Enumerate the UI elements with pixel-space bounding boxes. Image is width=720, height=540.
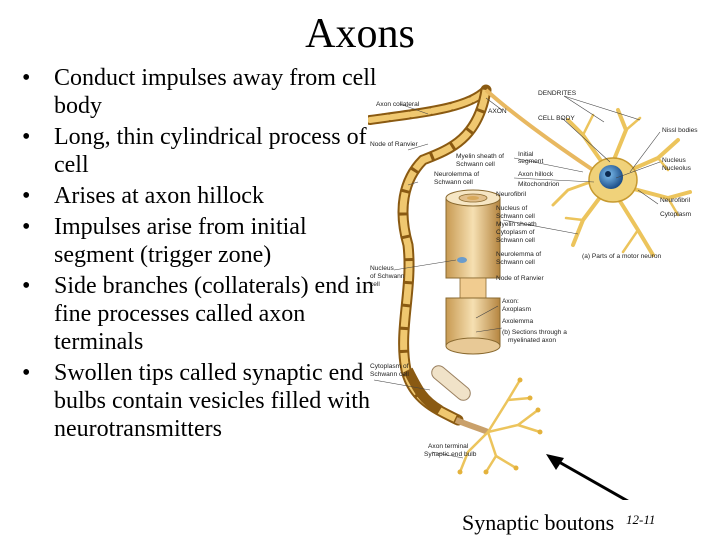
- bullet-icon: •: [22, 360, 31, 386]
- label-cytoplasm-left-1: Cytoplasm of: [370, 363, 409, 370]
- label-cytoplasm-left-2: Schwann cell: [370, 371, 409, 378]
- slide-title: Axons: [305, 11, 415, 57]
- bullet-list: •Conduct impulses away from cell body •L…: [22, 64, 382, 446]
- arrow-icon: [546, 454, 629, 500]
- label-nucleus-left-1: Nucleus: [370, 265, 395, 272]
- bullet-item: •Impulses arise from initial segment (tr…: [22, 214, 307, 268]
- bullet-icon: •: [22, 124, 31, 150]
- label-axon-collateral: Axon collateral: [376, 101, 420, 108]
- axon-terminal-branch: [403, 365, 471, 415]
- label-axon-axoplasm-1: Axon:: [502, 298, 519, 305]
- label-nucleolus: Nucleolus: [662, 165, 692, 172]
- bullet-icon: •: [22, 183, 31, 209]
- neuron-figure: Axon collateral AXON DENDRITES CELL BODY…: [368, 84, 698, 500]
- label-cell-body: CELL BODY: [538, 115, 575, 122]
- label-cytoplasm-schwann-2: Schwann cell: [496, 237, 535, 244]
- bullet-icon: •: [22, 273, 31, 299]
- figure-caption: Synaptic boutons: [462, 510, 615, 535]
- synaptic-end-bulbs: [457, 377, 543, 475]
- label-neurolemma-b-1: Neurolemma of: [496, 251, 541, 258]
- label-axon-terminal: Axon terminal: [428, 443, 469, 450]
- label-axon: AXON: [488, 108, 507, 115]
- label-cytoplasm-schwann-1: Cytoplasm of: [496, 229, 535, 236]
- nucleus-icon: [599, 165, 623, 189]
- label-sections-1: (b) Sections through a: [502, 329, 567, 336]
- page-number: 12-11: [626, 512, 656, 527]
- label-nucleus: Nucleus: [662, 157, 687, 164]
- label-axon-axoplasm-2: Axoplasm: [502, 306, 531, 313]
- label-neurolemma-2: Schwann cell: [434, 179, 473, 186]
- label-neurolemma-b-2: Schwann cell: [496, 259, 535, 266]
- bullet-item: •Swollen tips called synaptic end bulbs …: [22, 360, 370, 442]
- figure-labels: Axon collateral AXON DENDRITES CELL BODY…: [370, 90, 698, 458]
- label-sections-2: myelinated axon: [508, 337, 556, 344]
- label-cytoplasm-right: Cytoplasm: [660, 211, 692, 218]
- label-initial-2: segment: [518, 158, 543, 165]
- dendrites: [551, 108, 692, 257]
- label-mitochondrion: Mitochondrion: [518, 181, 560, 188]
- label-axolemma: Axolemma: [502, 318, 533, 325]
- bullet-icon: •: [22, 214, 31, 240]
- label-axon-hillock: Axon hillock: [518, 171, 554, 178]
- label-nucleus-left-2: of Schwann: [370, 273, 405, 280]
- label-node-of-ranvier-2: Node of Ranvier: [496, 275, 544, 282]
- bullet-item: •Conduct impulses away from cell body: [22, 65, 377, 119]
- leader-lines: [373, 95, 661, 459]
- bullet-item: •Long, thin cylindrical process of cell: [22, 124, 367, 178]
- label-neurofibril-right: Neurofibril: [660, 197, 691, 204]
- label-neurolemma-1: Neurolemma of: [434, 171, 479, 178]
- bullet-icon: •: [22, 65, 31, 91]
- axon-to-soma: [484, 88, 598, 174]
- label-nucleus-schwann-1: Nucleus of: [496, 205, 527, 212]
- label-nissl-bodies: Nissl bodies: [662, 127, 698, 134]
- label-nucleus-schwann-2: Schwann cell: [496, 213, 535, 220]
- label-myelin-sheath-2: Myelin sheath: [496, 221, 537, 228]
- label-initial-1: Initial: [518, 151, 534, 158]
- bullet-item: •Side branches (collaterals) end in fine…: [22, 273, 374, 355]
- label-schwann-cell: Schwann cell: [456, 161, 495, 168]
- axon-terminals: [458, 378, 542, 474]
- label-myelin-sheath: Myelin sheath of: [456, 153, 504, 160]
- label-dendrites: DENDRITES: [538, 90, 577, 97]
- label-nucleus-left-3: cell: [370, 281, 380, 288]
- label-synaptic-end-bulb: Synaptic end bulb: [424, 451, 477, 458]
- axon-cross-section: [445, 189, 501, 355]
- label-parts-of-neuron: (a) Parts of a motor neuron: [582, 253, 661, 260]
- bullet-item: •Arises at axon hillock: [22, 183, 264, 209]
- label-node-of-ranvier: Node of Ranvier: [370, 141, 418, 148]
- label-neurofibril: Neurofibril: [496, 191, 527, 198]
